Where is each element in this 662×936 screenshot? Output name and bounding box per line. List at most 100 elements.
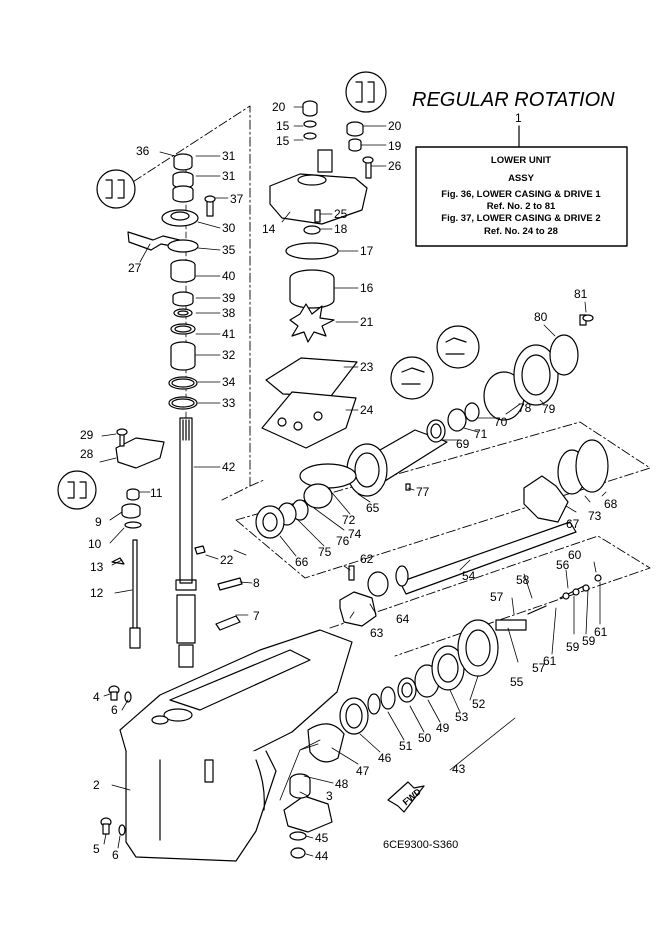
callout-81: 81 [574, 287, 588, 301]
callout-48: 48 [335, 777, 349, 791]
info-line-4: Ref. No. 2 to 81 [487, 201, 556, 212]
callout-32: 32 [222, 348, 236, 362]
info-box-ref: 1 [515, 111, 522, 125]
callout-40: 40 [222, 269, 236, 283]
callout-16: 16 [360, 281, 374, 295]
callout-53: 53 [455, 710, 469, 724]
callout-36: 36 [136, 144, 150, 158]
diagram-code: 6CE9300-S360 [383, 839, 458, 851]
callout-42: 42 [222, 460, 236, 474]
callout-34: 34 [222, 375, 236, 389]
callout-6a: 6 [111, 703, 118, 717]
info-line-1: LOWER UNIT [491, 155, 551, 166]
callout-4: 4 [93, 690, 100, 704]
callout-47: 47 [356, 764, 370, 778]
callout-labels: 2 3 4 5 6 6 7 8 9 10 11 12 13 14 15 15 1… [80, 100, 618, 863]
callout-10: 10 [88, 537, 102, 551]
callout-22: 22 [220, 553, 234, 567]
info-line-3: Fig. 36, LOWER CASING & DRIVE 1 [441, 189, 601, 200]
callout-76: 76 [336, 534, 350, 548]
callout-31b: 31 [222, 169, 236, 183]
callout-24: 24 [360, 403, 374, 417]
callout-73: 73 [588, 509, 602, 523]
callout-25: 25 [334, 207, 348, 221]
callout-78: 78 [518, 401, 532, 415]
shaft-stack-parts [127, 153, 216, 410]
callout-54: 54 [462, 569, 476, 583]
callout-20a: 20 [272, 100, 286, 114]
callout-17: 17 [360, 244, 374, 258]
callout-74: 74 [348, 527, 362, 541]
callout-56: 56 [556, 558, 570, 572]
callout-27: 27 [128, 261, 142, 275]
callout-65: 65 [366, 501, 380, 515]
callout-26: 26 [388, 159, 402, 173]
callout-31a: 31 [222, 149, 236, 163]
callout-63: 63 [370, 626, 384, 640]
callout-38: 38 [222, 306, 236, 320]
callout-59b: 59 [582, 634, 596, 648]
callout-75: 75 [318, 545, 332, 559]
callout-50: 50 [418, 731, 432, 745]
shift-rod-parts [100, 428, 243, 836]
callout-61b: 61 [594, 625, 608, 639]
callout-57b: 57 [532, 661, 546, 675]
callout-66: 66 [295, 555, 309, 569]
water-pump-parts [261, 100, 374, 449]
callout-14: 14 [262, 222, 276, 236]
callout-58: 58 [516, 573, 530, 587]
propeller-shaft-group [255, 314, 609, 859]
callout-19: 19 [388, 139, 402, 153]
callout-62: 62 [360, 552, 374, 566]
callout-46: 46 [378, 751, 392, 765]
callout-69: 69 [456, 437, 470, 451]
callout-2: 2 [93, 778, 100, 792]
callout-30: 30 [222, 221, 236, 235]
callout-11: 11 [150, 486, 163, 500]
callout-52: 52 [472, 697, 486, 711]
callout-33: 33 [222, 396, 236, 410]
callout-35: 35 [222, 243, 236, 257]
callout-64: 64 [396, 612, 410, 626]
lower-casing [119, 629, 353, 862]
callout-12: 12 [90, 586, 104, 600]
detail-circles [57, 71, 480, 510]
callout-9: 9 [95, 515, 102, 529]
leader-lines [99, 106, 607, 857]
callout-8: 8 [253, 576, 260, 590]
callout-18: 18 [334, 222, 348, 236]
callout-3: 3 [326, 789, 333, 803]
callout-23: 23 [360, 360, 374, 374]
info-line-6: Ref. No. 24 to 28 [484, 226, 558, 237]
callout-29: 29 [80, 428, 94, 442]
callout-41: 41 [222, 327, 236, 341]
info-box: 1 LOWER UNIT ASSY Fig. 36, LOWER CASING … [415, 111, 628, 247]
callout-80: 80 [534, 310, 548, 324]
callout-37: 37 [230, 192, 244, 206]
callout-59a: 59 [566, 640, 580, 654]
callout-7: 7 [253, 609, 260, 623]
callout-55: 55 [510, 675, 524, 689]
callout-45: 45 [315, 831, 329, 845]
callout-57a: 57 [490, 590, 504, 604]
callout-28: 28 [80, 447, 94, 461]
info-line-5: Fig. 37, LOWER CASING & DRIVE 2 [441, 213, 600, 224]
callout-6b: 6 [112, 848, 119, 862]
callout-43: 43 [452, 762, 466, 776]
callout-77: 77 [416, 485, 430, 499]
callout-51: 51 [399, 739, 413, 753]
callout-44: 44 [315, 849, 329, 863]
callout-39: 39 [222, 291, 236, 305]
callout-13: 13 [90, 560, 104, 574]
callout-68: 68 [604, 497, 618, 511]
callout-79: 79 [542, 402, 556, 416]
callout-60: 60 [568, 548, 582, 562]
callout-61a: 61 [543, 654, 557, 668]
callout-67: 67 [566, 517, 580, 531]
callout-49: 49 [436, 721, 450, 735]
callout-20b: 20 [388, 119, 402, 133]
diagram-title: REGULAR ROTATION [412, 89, 615, 111]
group-boundaries [104, 105, 651, 657]
